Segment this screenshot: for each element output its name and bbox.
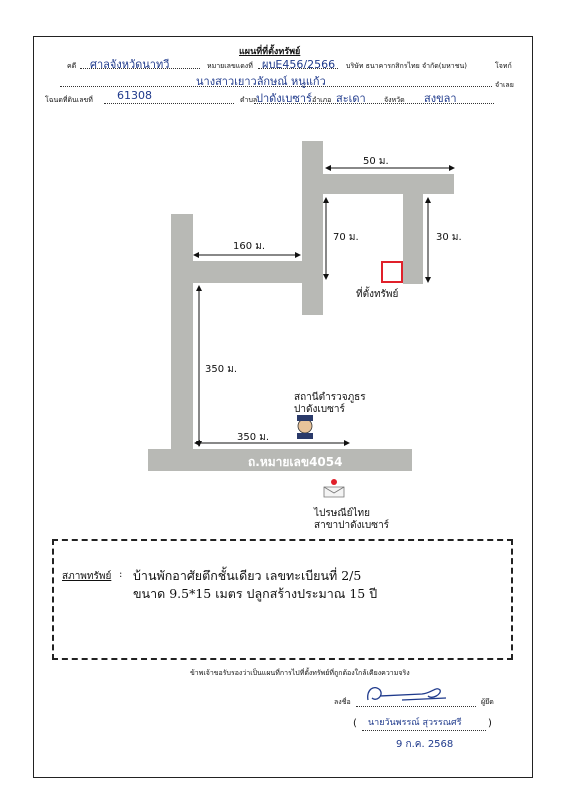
top-horizontal-road: [323, 174, 454, 194]
cross-road: [193, 261, 305, 283]
signer-name: นายวันพรรณ์ สุวรรณศรี: [368, 718, 462, 728]
defendant-role: จำเลย: [495, 81, 514, 89]
district-value: สะเดา: [336, 92, 366, 105]
distance-top: 50 ม.: [363, 156, 389, 167]
main-road: [148, 449, 412, 471]
signer-role: ผู้ยึด: [481, 698, 494, 706]
description-box: [52, 539, 513, 660]
court-label: คดี: [67, 62, 77, 70]
right-vertical-road: [403, 194, 423, 284]
deed-label: โฉนดที่ดินเลขที่: [45, 96, 93, 104]
description-line2: ขนาด 9.5*15 เมตร ปลูกสร้างประมาณ 15 ปี: [133, 586, 378, 601]
center-vertical-road: [302, 141, 323, 315]
case-value: ผบE456/2566: [262, 58, 336, 71]
police-icon: [297, 415, 313, 439]
police-label-2: ปาดังเบซาร์: [294, 404, 345, 415]
signature-graphic: [367, 686, 447, 701]
distance-cross: 160 ม.: [233, 241, 266, 252]
distance-mid-vertical: 70 ม.: [333, 232, 359, 243]
post-icon: [323, 479, 345, 498]
name-close-paren: ): [488, 718, 492, 729]
province-value: สงขลา: [424, 92, 457, 105]
district-label: อำเภอ: [312, 96, 332, 104]
description-line1: บ้านพักอาศัยตึกชั้นเดียว เลขทะเบียนที่ 2…: [133, 568, 362, 583]
defendant-name: นางสาวเยาวลักษณ์ หนูแก้ว: [196, 75, 326, 88]
property-label: ที่ตั้งทรัพย์: [356, 289, 399, 300]
distance-bottom: 350 ม.: [237, 432, 270, 443]
post-label-2: สาขาปาดังเบซาร์: [314, 520, 390, 531]
signature-underline: [356, 706, 476, 707]
left-vertical-road: [171, 214, 193, 452]
distance-right: 30 ม.: [436, 232, 462, 243]
subdistrict-value: ปาดังเบซาร์: [256, 92, 312, 105]
deed-value: 61308: [117, 89, 152, 102]
case-label: หมายเลขแดงที่: [207, 62, 253, 70]
subdistrict-label: ตำบล: [240, 96, 258, 104]
distance-left: 350 ม.: [205, 364, 238, 375]
document-title: แผนที่ที่ตั้งทรัพย์: [239, 47, 301, 57]
sign-date: 9 ก.ค. 2568: [396, 739, 454, 750]
document-frame: [33, 36, 533, 778]
court-value: ศาลจังหวัดนาทวี: [90, 58, 170, 71]
deed-underline: [104, 103, 234, 104]
police-label-1: สถานีตำรวจภูธร: [294, 392, 366, 403]
case-underline: [258, 68, 338, 69]
sign-label: ลงชื่อ: [334, 698, 351, 706]
plaintiff-name: บริษัท ธนาคารกสิกรไทย จำกัด(มหาชน): [346, 62, 467, 70]
description-colon: :: [119, 569, 123, 580]
description-label: สภาพทรัพย์: [62, 571, 112, 582]
defendant-underline: [60, 86, 492, 87]
certification-text: ข้าพเจ้าขอรับรองว่าเป็นแผนที่การไปที่ตั้…: [190, 669, 410, 677]
name-open-paren: (: [353, 718, 357, 729]
plaintiff-role: โจทก์: [495, 62, 512, 70]
court-underline: [80, 68, 200, 69]
post-label-1: ไปรษณีย์ไทย: [314, 508, 370, 519]
name-underline: [362, 730, 486, 731]
main-road-label: ถ.หมายเลข4054: [248, 455, 343, 469]
province-label: จังหวัด: [384, 96, 405, 104]
property-marker: [381, 261, 403, 283]
location-underline: [254, 103, 494, 104]
